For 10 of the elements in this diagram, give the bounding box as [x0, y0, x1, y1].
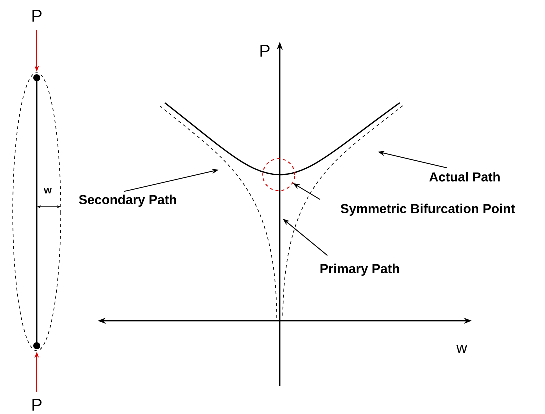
axis-label: w [456, 345, 468, 353]
deflection-label: w [44, 188, 52, 194]
bifurcation-circle [262, 158, 296, 192]
axis-label: P [260, 45, 270, 57]
path-label: Secondary Path [79, 194, 176, 208]
path-label: Primary Path [320, 264, 400, 276]
load-label: P [32, 10, 42, 22]
path-label: Actual Path [430, 172, 500, 182]
path-label: Symmetric Bifurcation Point [340, 204, 516, 216]
load-label: P [32, 399, 42, 411]
